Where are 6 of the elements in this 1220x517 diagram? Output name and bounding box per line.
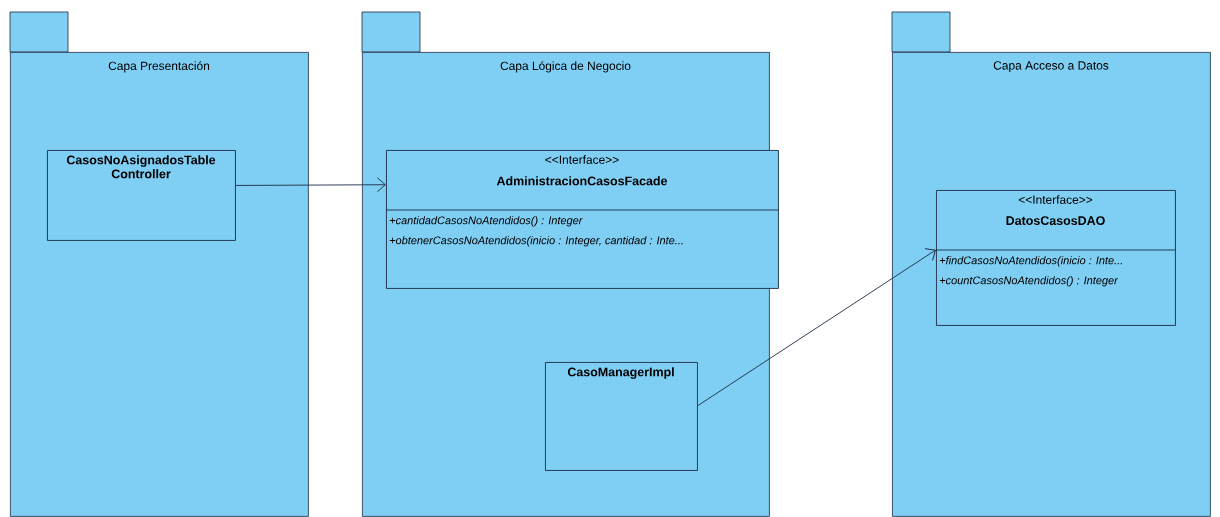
class-box: CasosNoAsignadosTable Controller <box>47 150 236 241</box>
class-box: CasoManagerImpl <box>545 362 698 471</box>
class-box: <<Interface>> DatosCasosDAO +findCasosNoAtendidos(inicio : Inte... +countCasosNoAtendidos() : Integer <box>935 190 1176 326</box>
arrow <box>697 248 936 406</box>
arrow <box>235 177 386 193</box>
class-box: <<Interface>> AdministracionCasosFacade +cantidadCasosNoAtendidos() : Integer +obtenerCasosNoAtendidos(inicio : Integer, cantidad : Inte... <box>385 150 779 289</box>
